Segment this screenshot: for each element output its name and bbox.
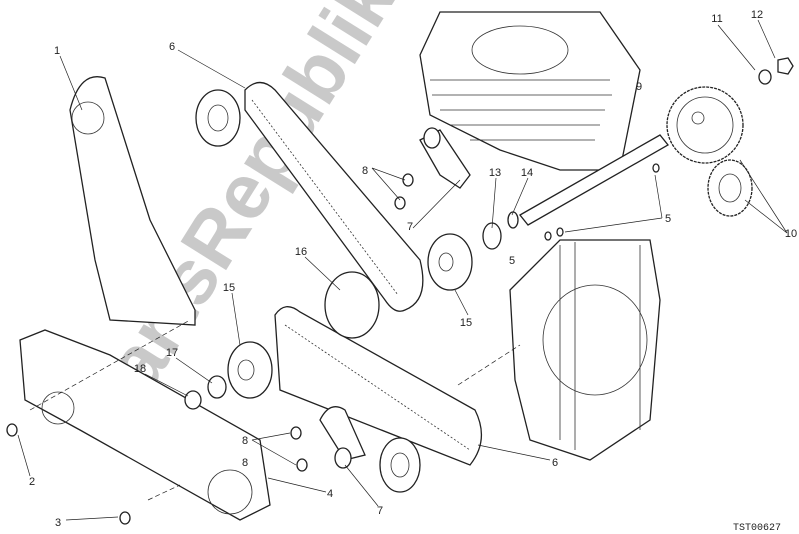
shaft — [519, 134, 669, 226]
callout-9: 9 — [636, 81, 642, 93]
callout-18: 18 — [134, 363, 146, 375]
tensioner-lower — [319, 406, 366, 461]
callout-12: 12 — [751, 9, 763, 21]
timing-belt-lower — [274, 306, 482, 466]
gear-small — [707, 159, 753, 217]
front-cylinder-head — [509, 239, 661, 461]
callout-8: 8 — [242, 457, 248, 469]
callout-15: 15 — [460, 317, 472, 329]
callout-5: 5 — [509, 255, 515, 267]
callout-1: 1 — [54, 45, 60, 57]
pulley-15-lower — [227, 341, 273, 399]
callout-7: 7 — [407, 221, 413, 233]
callout-3: 3 — [55, 517, 61, 529]
pulley-upper-left — [195, 89, 241, 147]
callout-10: 10 — [785, 228, 797, 240]
timing-cover-lower — [19, 329, 271, 521]
callout-11: 11 — [711, 13, 722, 25]
callout-8: 8 — [242, 435, 248, 447]
callout-6: 6 — [169, 41, 175, 53]
drawing-code: TST00627 — [733, 523, 781, 534]
leader-lines — [17, 19, 788, 521]
timing-belt-upper — [244, 81, 424, 312]
nut-18 — [184, 390, 202, 410]
bolts-8 — [6, 163, 660, 525]
spacer-17 — [207, 375, 227, 399]
callout-17: 17 — [166, 347, 178, 359]
washer-16 — [324, 271, 380, 339]
pulley-15-upper — [427, 233, 473, 291]
callout-4: 4 — [327, 488, 333, 500]
callout-2: 2 — [29, 476, 35, 488]
callout-7: 7 — [377, 505, 383, 517]
callout-8: 8 — [362, 165, 368, 177]
callout-14: 14 — [521, 167, 533, 179]
nut-12 — [777, 57, 794, 75]
callout-15: 15 — [223, 282, 235, 294]
callout-5: 5 — [665, 213, 671, 225]
pulley-lower-right — [379, 437, 421, 493]
callout-6: 6 — [552, 457, 558, 469]
gear-large — [666, 86, 744, 164]
rear-cylinder-head — [419, 11, 641, 171]
callout-16: 16 — [295, 246, 307, 258]
timing-cover-upper — [69, 76, 196, 326]
washer-11 — [758, 69, 772, 85]
callout-13: 13 — [489, 167, 501, 179]
